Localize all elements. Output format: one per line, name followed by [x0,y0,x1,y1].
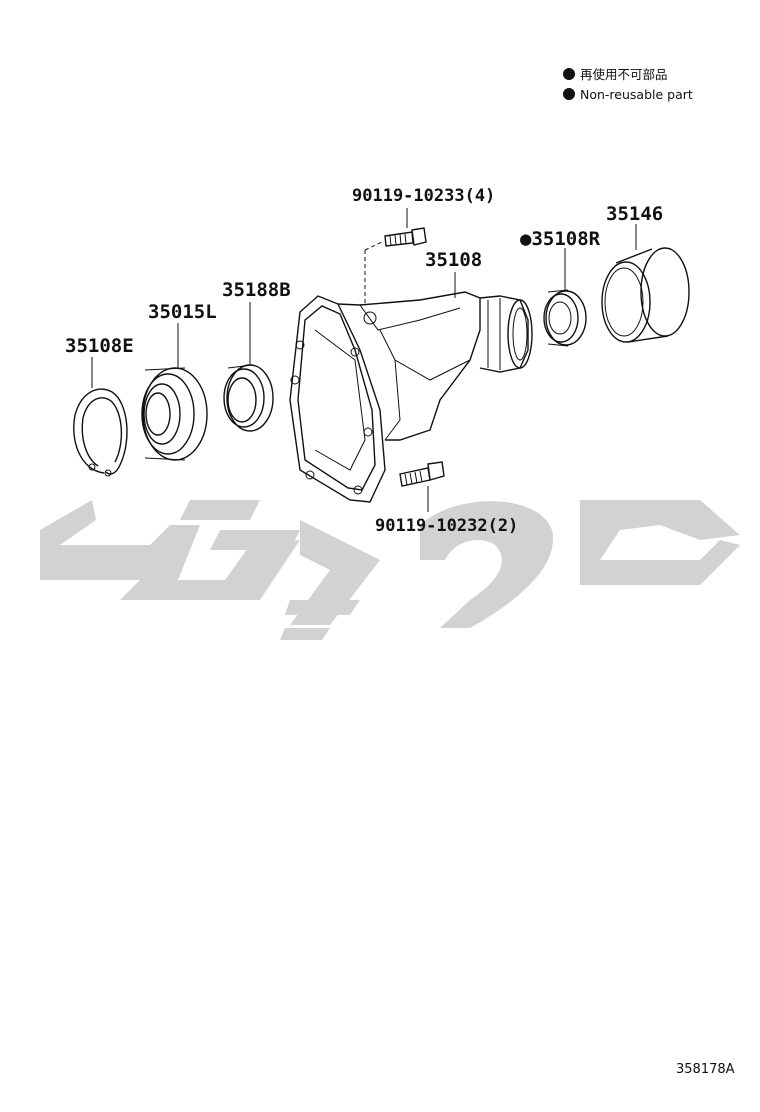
extension-housing-drawing [289,291,533,503]
part-label-35108E[interactable]: 35108E [65,335,134,357]
part-label-35146[interactable]: 35146 [606,203,663,225]
legend: 再使用不可部品 Non-reusable part [563,67,693,102]
spacer-ring-drawing [223,364,274,432]
watermark-logo [40,500,740,640]
diagram-code: 358178A [676,1062,735,1077]
part-label-35188B[interactable]: 35188B [222,279,291,301]
oil-seal-drawing [543,289,587,347]
part-label-35108[interactable]: 35108 [425,249,482,271]
legend-label-ja: 再使用不可部品 [580,67,668,82]
part-label-90119-10233[interactable]: 90119-10233(4) [352,186,495,206]
legend-label-en: Non-reusable part [580,87,693,102]
bearing-drawing [141,367,208,461]
snap-ring-drawing [73,388,128,477]
non-reusable-marker-icon [563,88,575,100]
bolt-upper-drawing [384,227,427,247]
non-reusable-marker-icon [563,68,575,80]
bolt-lower-drawing [399,461,445,487]
dust-deflector-drawing [601,247,690,343]
part-label-35015L[interactable]: 35015L [148,301,217,323]
part-label-90119-10232[interactable]: 90119-10232(2) [375,516,518,536]
part-label-35108R[interactable]: ●35108R [520,228,601,250]
